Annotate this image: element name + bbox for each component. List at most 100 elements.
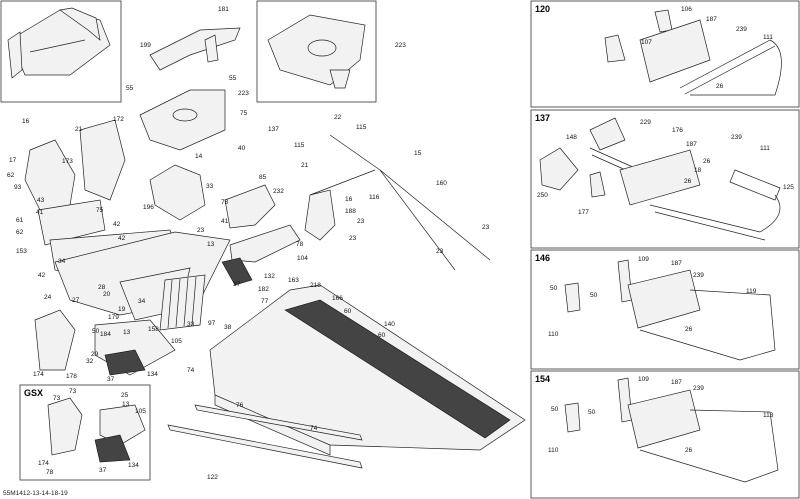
- callout: 23: [436, 248, 444, 255]
- steering-bracket-part: [149, 27, 241, 71]
- callout: 97: [208, 320, 216, 327]
- callout: 160: [436, 180, 447, 187]
- callout: 239: [693, 272, 704, 279]
- grille-part: [159, 274, 206, 331]
- callout: 110: [548, 447, 559, 454]
- panel-137-parts: [539, 117, 781, 241]
- callout: 13: [123, 329, 131, 336]
- callout: 115: [356, 124, 367, 131]
- callout: 174: [38, 460, 49, 467]
- callout: 116: [369, 194, 380, 201]
- upper-frame-part: [139, 89, 226, 151]
- lower-left-bracket-part: [34, 309, 176, 376]
- callout: 62: [7, 172, 15, 179]
- callout: 23: [349, 235, 357, 242]
- callout: 182: [258, 286, 269, 293]
- callout: 179: [108, 314, 119, 321]
- callout: 26: [716, 83, 724, 90]
- callout: 229: [640, 119, 651, 126]
- diagram-code: 55M1412-13-14-18-19: [3, 490, 68, 497]
- callout: 250: [537, 192, 548, 199]
- callout: 50: [92, 328, 100, 335]
- callout: 110: [548, 331, 559, 338]
- callout: 115: [294, 142, 305, 149]
- callout: 239: [736, 26, 747, 33]
- callout: 177: [578, 209, 589, 216]
- callout: 105: [171, 338, 182, 345]
- callout: 74: [310, 425, 318, 432]
- callout: 18: [694, 167, 702, 174]
- callout: 223: [238, 90, 249, 97]
- callout: 22: [334, 114, 342, 121]
- callout: 25: [121, 392, 129, 399]
- callout: 132: [264, 273, 275, 280]
- callout: 239: [731, 134, 742, 141]
- callout: 23: [357, 218, 365, 225]
- callout: 163: [288, 277, 299, 284]
- callout: 148: [566, 134, 577, 141]
- callout: 50: [590, 292, 598, 299]
- callout: 73: [53, 395, 61, 402]
- callout: 50: [550, 285, 558, 292]
- callout: 166: [332, 295, 343, 302]
- callout: 187: [671, 379, 682, 386]
- panel-154-parts: [564, 377, 779, 483]
- tunnel-part: [209, 284, 526, 456]
- callout: 19: [118, 306, 126, 313]
- callout: 153: [16, 248, 27, 255]
- callout: 34: [138, 298, 146, 305]
- callout: 14: [195, 153, 203, 160]
- callout: 23: [482, 224, 490, 231]
- callout: 134: [128, 462, 139, 469]
- callout: 37: [233, 281, 241, 288]
- callout: 15: [414, 150, 422, 157]
- callout: 33: [187, 321, 195, 328]
- callout: 33: [206, 183, 214, 190]
- bracket-196-part: [149, 164, 206, 221]
- callout: 26: [703, 158, 711, 165]
- callout: 174: [33, 371, 44, 378]
- rear-tunnel-inset-part: [267, 14, 366, 89]
- callout: 74: [187, 367, 195, 374]
- callout: 172: [113, 116, 124, 123]
- panel-146-parts: [564, 259, 776, 361]
- callout: 78: [221, 199, 229, 206]
- callout: 187: [706, 16, 717, 23]
- callout: 32: [86, 358, 94, 365]
- callout: 137: [268, 126, 279, 133]
- callout: 17: [9, 157, 17, 164]
- callout: 125: [783, 184, 794, 191]
- panel-154: 154: [530, 370, 800, 499]
- callout: 122: [207, 474, 218, 481]
- bracket-232-part: [224, 184, 301, 263]
- callout: 109: [638, 376, 649, 383]
- gsx-inset-parts: [47, 397, 146, 463]
- callout: 76: [236, 402, 244, 409]
- callout: 21: [301, 162, 309, 169]
- callout: 43: [37, 197, 45, 204]
- callout: 106: [681, 6, 692, 13]
- callout: 111: [760, 145, 770, 152]
- panel-120-title: 120: [535, 4, 550, 14]
- callout: 75: [96, 207, 104, 214]
- callout: 111: [763, 34, 773, 41]
- callout: 73: [69, 388, 77, 395]
- callout: 28: [98, 284, 106, 291]
- panel-146: 146: [530, 249, 800, 370]
- callout: 75: [240, 110, 248, 117]
- front-frame-inset-part: [7, 7, 111, 79]
- frame-top-left-inset: [0, 0, 122, 103]
- callout: 27: [72, 297, 80, 304]
- callout: 42: [38, 272, 46, 279]
- callout: 37: [107, 376, 115, 383]
- callout: 42: [118, 235, 126, 242]
- callout: 50: [551, 406, 559, 413]
- callout: 223: [395, 42, 406, 49]
- panel-137-title: 137: [535, 113, 550, 123]
- callout: 38: [224, 324, 232, 331]
- callout: 13: [207, 241, 215, 248]
- callout: 62: [16, 229, 24, 236]
- callout-labels: 199 181 55 55 223 223 75 137 14 40 16 21…: [7, 6, 794, 481]
- callout: 93: [14, 184, 22, 191]
- callout: 42: [113, 221, 121, 228]
